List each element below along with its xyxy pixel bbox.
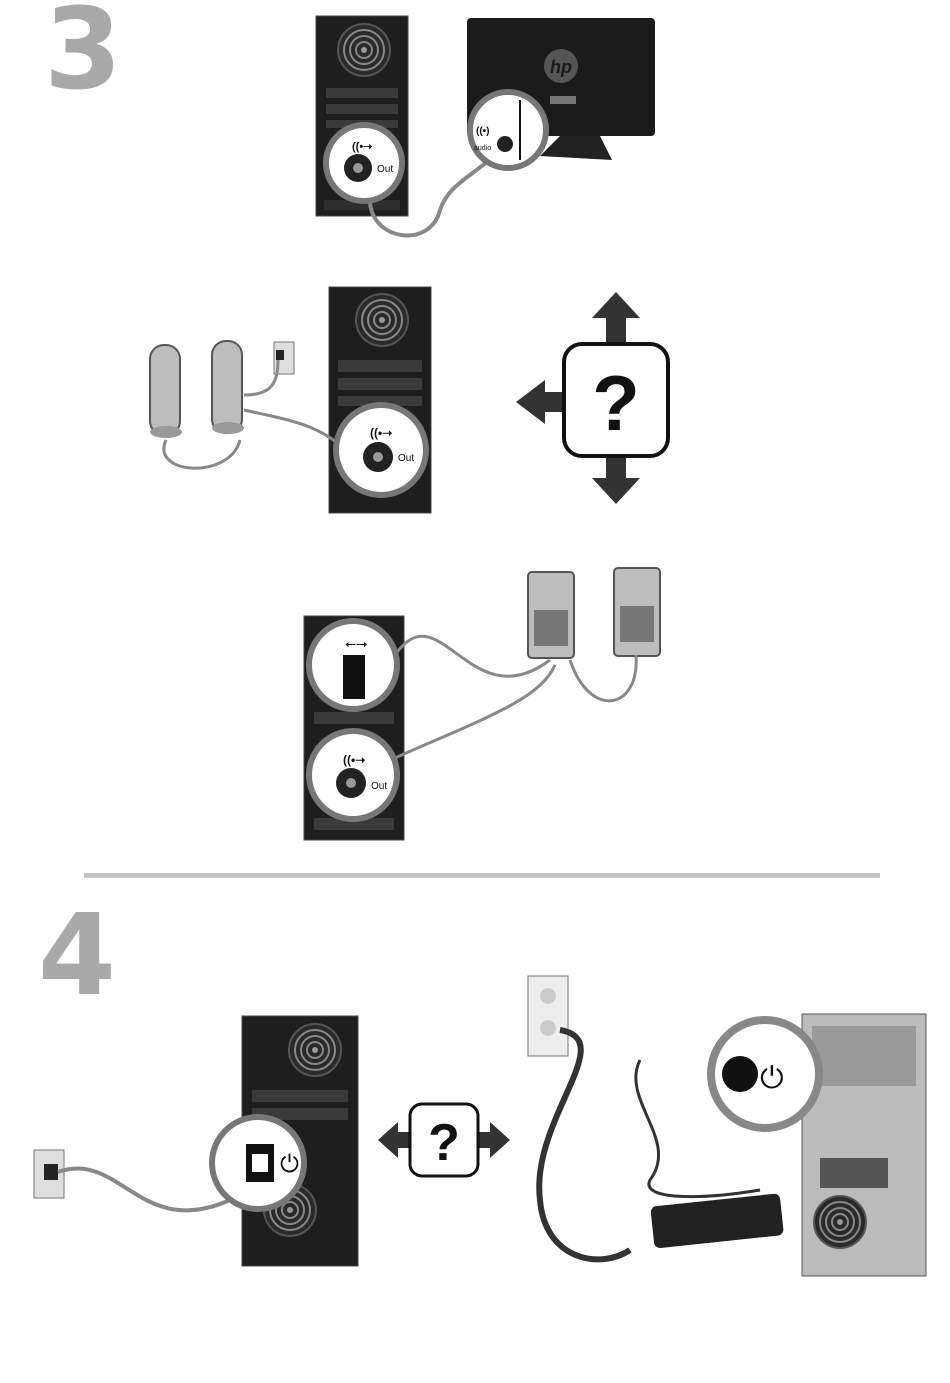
wall-outlet-right <box>528 976 568 1056</box>
arrow-left-icon <box>378 1122 412 1158</box>
audio-out-icon: ((•➝ <box>352 141 373 153</box>
options-indicator: ? <box>516 292 668 504</box>
audio-out-icon: ((•➝ <box>370 426 392 440</box>
usb-callout: ⭠⭢ <box>309 621 397 709</box>
power-cord-adapter <box>539 1030 630 1259</box>
monitor-brand-logo: hp <box>550 57 572 77</box>
usb-speaker-link-cable <box>570 655 636 701</box>
arrow-right-icon <box>476 1122 510 1158</box>
dc-power-callout: ⏻ <box>711 1020 819 1128</box>
analog-speaker-right <box>212 341 244 434</box>
power-adapter-brick <box>650 1193 784 1248</box>
usb-speaker-audio-cable <box>395 665 555 758</box>
audio-out-label: Out <box>398 453 414 464</box>
power-plug-icon: ⏻ <box>760 1062 784 1095</box>
power-plug-icon: ⏻ <box>280 1151 299 1178</box>
power-socket-callout: ⏻ <box>212 1117 304 1209</box>
monitor-audio-icon: ((•) <box>476 126 490 137</box>
speaker-link-cable <box>164 440 240 468</box>
question-mark-icon: ? <box>428 1114 460 1172</box>
audio-out-icon: ((•➝ <box>343 753 365 767</box>
audio-out-label: Out <box>377 164 393 175</box>
options-indicator-power: ? <box>378 1104 510 1176</box>
question-mark-icon: ? <box>592 359 640 447</box>
usb-speaker-left <box>528 572 574 658</box>
monitor-audio-label: audio <box>474 145 491 152</box>
usb-icon: ⭠⭢ <box>345 635 367 651</box>
wall-outlet-left <box>34 1150 64 1198</box>
arrow-left-icon <box>516 380 565 424</box>
monitor-audio-callout: ((•) audio <box>470 92 546 168</box>
analog-speaker-left <box>150 345 182 438</box>
audio-out-callout: ((•➝ Out <box>326 125 402 201</box>
speaker-power-cable <box>244 360 278 395</box>
usb-speaker-right <box>614 568 660 656</box>
audio-out-label: Out <box>371 781 387 792</box>
audio-out-callout: ((•➝ Out <box>336 405 426 495</box>
arrow-down-icon <box>592 456 640 504</box>
arrow-up-icon <box>592 292 640 345</box>
power-cord-left <box>58 1168 230 1210</box>
pc-tower-dc <box>802 1014 926 1276</box>
audio-out-callout: ((•➝ Out <box>309 731 397 819</box>
usb-cable <box>395 636 550 676</box>
